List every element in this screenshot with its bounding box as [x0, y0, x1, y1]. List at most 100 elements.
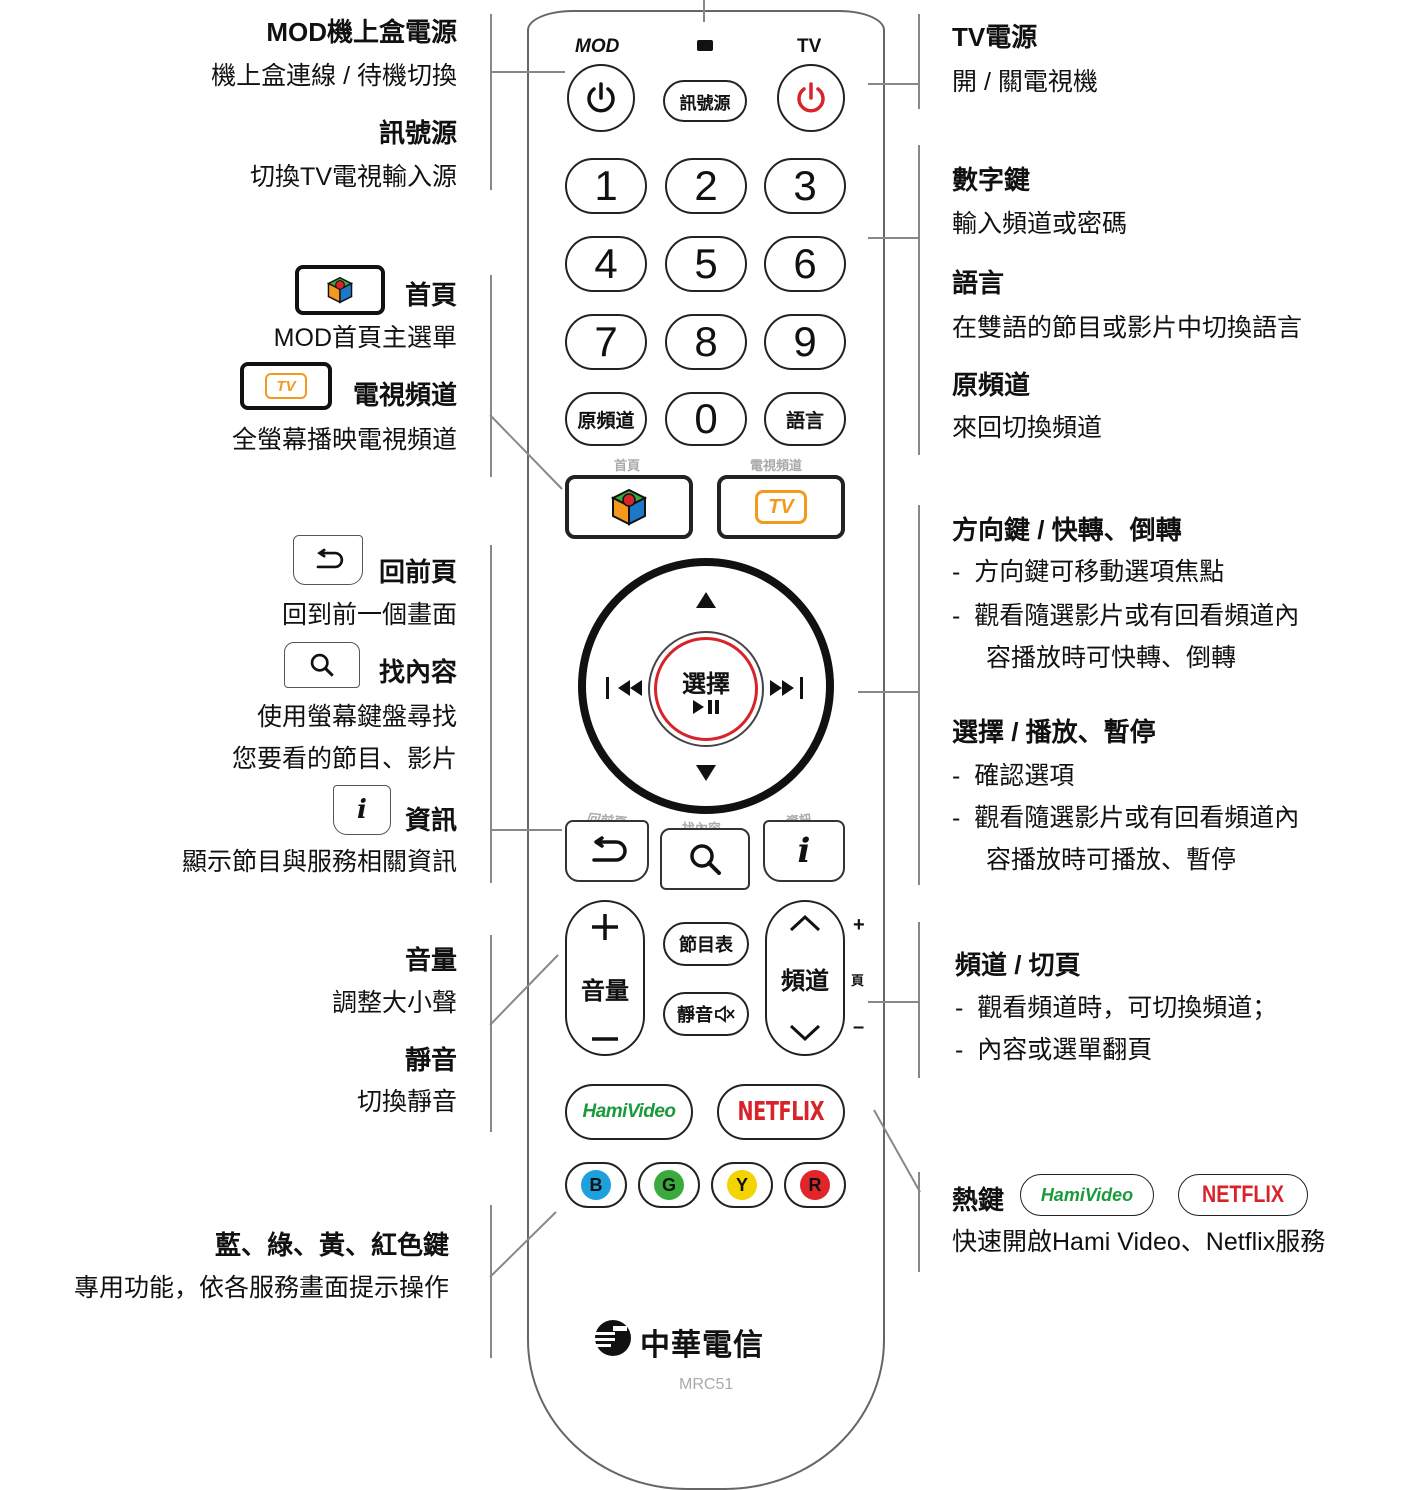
hami-logo: HamiVideo [582, 1101, 677, 1122]
green-key[interactable]: G [638, 1162, 700, 1208]
leader-line-5 [489, 1211, 557, 1278]
digit-4-button[interactable]: 4 [565, 236, 647, 292]
tv-key-illustration: TV [240, 362, 332, 410]
green-key-dot: G [654, 1170, 684, 1200]
last-channel-button[interactable]: 原頻道 [565, 392, 647, 446]
search-icon [690, 844, 721, 875]
volume-label: 音量 [581, 977, 629, 1005]
right-bracket-5 [918, 1172, 920, 1272]
volume-desc: 調整大小聲 [331, 989, 457, 1017]
search-title: 找內容 [378, 657, 457, 687]
channel-item-2: - 內容或選單翻頁 [955, 1036, 1153, 1064]
hami-logo: HamiVideo [1040, 1184, 1134, 1205]
mod-power-button[interactable] [567, 64, 635, 132]
netflix-button[interactable]: NETFLIX [717, 1084, 845, 1140]
home-title: 首頁 [404, 280, 457, 310]
plus-icon[interactable] [590, 912, 620, 942]
digit-0-button[interactable]: 0 [665, 392, 747, 446]
chevron-down-icon[interactable] [789, 1024, 821, 1042]
back-desc: 回到前一個畫面 [281, 601, 457, 629]
right-bracket-1 [918, 14, 920, 109]
epg-button[interactable]: 節目表 [663, 922, 749, 966]
search-desc-2: 您要看的節目、影片 [231, 745, 457, 773]
select-item-1: - 確認選項 [952, 762, 1075, 790]
page-label: 頁 [851, 973, 865, 988]
source-button[interactable]: 訊號源 [663, 80, 747, 122]
dpad-ring[interactable] [578, 558, 834, 814]
led-indicator [697, 40, 713, 51]
hami-video-button[interactable]: HamiVideo [565, 1084, 693, 1140]
mute-button[interactable]: 靜音 [663, 992, 749, 1036]
digit-8-button[interactable]: 8 [665, 314, 747, 370]
source-title: 訊號源 [378, 118, 457, 148]
info-title: 資訊 [404, 805, 457, 835]
last-channel-title: 原頻道 [952, 370, 1031, 400]
search-desc-1: 使用螢幕鍵盤尋找 [256, 703, 457, 731]
tv-power-button[interactable] [777, 64, 845, 132]
search-key-illustration [284, 642, 360, 688]
mod-power-desc: 機上盒連線 / 待機切換 [211, 62, 457, 90]
blue-key-label: B [589, 1174, 603, 1195]
home-desc: MOD首頁主選單 [273, 324, 457, 352]
netflix-logo: NETFLIX [737, 1097, 825, 1127]
brand-name: 中華電信 [640, 1329, 764, 1362]
select-item-2-text: 觀看隨選影片或有回看頻道內 [974, 804, 1300, 832]
digit-1-button[interactable]: 1 [565, 158, 647, 214]
cht-logo-icon [595, 1320, 631, 1356]
yellow-key[interactable]: Y [711, 1162, 773, 1208]
digit-3-button[interactable]: 3 [764, 158, 846, 214]
channel-item-1: - 觀看頻道時，可切換頻道； [955, 994, 1278, 1022]
red-key-label: R [808, 1174, 822, 1195]
fast-forward-icon[interactable] [766, 677, 806, 699]
numbers-desc: 輸入頻道或密碼 [952, 210, 1128, 238]
colors-desc: 專用功能，依各服務畫面提示操作 [73, 1274, 449, 1302]
home-cube-icon [610, 488, 648, 526]
language-button[interactable]: 語言 [764, 392, 846, 446]
back-button[interactable] [565, 820, 649, 882]
back-arrow-icon [592, 836, 627, 862]
colors-title: 藍、綠、黃、紅色鍵 [214, 1230, 449, 1260]
led-pointer-line [703, 0, 705, 22]
page-minus-label: – [853, 1016, 865, 1038]
direction-item-2-text: 觀看隨選影片或有回看頻道內 [974, 602, 1300, 630]
back-arrow-icon [316, 548, 344, 569]
tv-logo-icon: TV [265, 373, 307, 399]
mute-label: 靜音 [677, 1005, 713, 1025]
yellow-key-dot: Y [727, 1170, 757, 1200]
blue-key[interactable]: B [565, 1162, 627, 1208]
back-title: 回前頁 [378, 557, 457, 587]
channel-rocker[interactable]: 頻道 [765, 900, 845, 1056]
right-bracket-4 [918, 922, 920, 1078]
volume-rocker[interactable]: 音量 [565, 900, 645, 1056]
mute-icon [715, 1005, 735, 1023]
mute-title: 靜音 [404, 1045, 457, 1075]
info-button[interactable]: i [763, 820, 845, 882]
digit-6-button[interactable]: 6 [764, 236, 846, 292]
search-button[interactable] [660, 828, 750, 890]
hami-illustration: HamiVideo [1020, 1174, 1154, 1216]
digit-5-button[interactable]: 5 [665, 236, 747, 292]
digit-9-button[interactable]: 9 [764, 314, 846, 370]
down-arrow-icon[interactable] [696, 765, 716, 783]
home-button[interactable] [565, 475, 693, 539]
rewind-icon[interactable] [606, 677, 646, 699]
blue-key-dot: B [581, 1170, 611, 1200]
tv-channel-button[interactable]: TV [717, 475, 845, 539]
digit-2-button[interactable]: 2 [665, 158, 747, 214]
up-arrow-icon[interactable] [696, 592, 716, 610]
leader-line-3 [490, 829, 562, 831]
netflix-illustration: NETFLIX [1178, 1174, 1308, 1216]
leader-line-8 [858, 691, 918, 693]
select-item-2: - 觀看隨選影片或有回看頻道內 [952, 804, 1300, 832]
home-key-illustration [295, 265, 385, 315]
tv-label: TV [797, 36, 822, 57]
minus-icon[interactable] [590, 1034, 620, 1044]
digit-7-button[interactable]: 7 [565, 314, 647, 370]
model-number: MRC51 [679, 1376, 734, 1393]
chevron-up-icon[interactable] [789, 914, 821, 932]
tv-channel-desc: 全螢幕播映電視頻道 [231, 426, 457, 454]
yellow-key-label: Y [735, 1174, 748, 1195]
red-key[interactable]: R [784, 1162, 846, 1208]
tv-logo-text: TV [276, 377, 296, 395]
netflix-logo: NETFLIX [1202, 1181, 1284, 1208]
